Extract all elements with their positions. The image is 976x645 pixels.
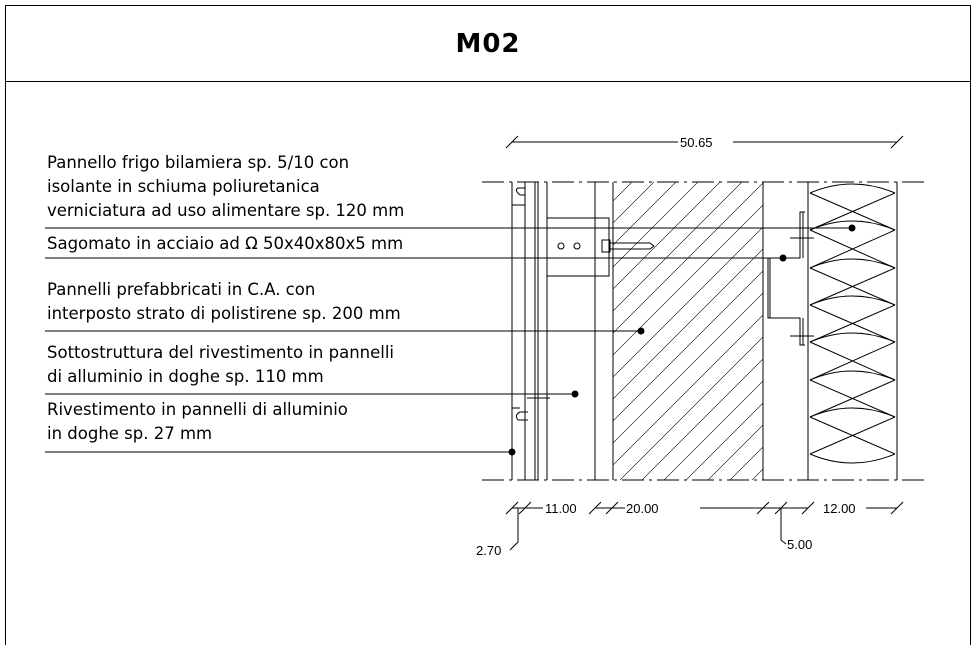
label-substructure-line2: di alluminio in doghe sp. 110 mm [47, 367, 324, 386]
label-precast-line2: interposto strato di polistirene sp. 200… [47, 304, 401, 323]
insulation-pattern [809, 183, 896, 464]
break-lines [482, 181, 925, 481]
label-cold-panel-line3: verniciatura ad uso alimentare sp. 120 m… [47, 201, 404, 220]
drawing-frame: M02 [5, 5, 971, 645]
omega-profile [767, 211, 814, 346]
label-cold-panel-line2: isolante in schiuma poliuretanica [47, 177, 320, 196]
dimension-chain [505, 501, 904, 551]
label-cold-panel-line1: Pannello frigo bilamiera sp. 5/10 con [47, 153, 349, 172]
label-omega-steel: Sagomato in acciaio ad Ω 50x40x80x5 mm [47, 234, 403, 253]
leader-dots [508, 224, 856, 456]
dimension-20-00: 20.00 [626, 501, 659, 516]
dimension-total-value: 50.65 [680, 135, 713, 150]
label-cladding-line1: Rivestimento in pannelli di alluminio [47, 400, 348, 419]
label-precast-line1: Pannelli prefabbricati in C.A. con [47, 280, 315, 299]
dimension-11-00: 11.00 [545, 501, 577, 516]
dimension-total [505, 135, 904, 149]
dimension-12-00: 12.00 [823, 501, 856, 516]
leader-lines [45, 227, 852, 453]
drawing-title: M02 [455, 28, 521, 59]
label-substructure-line1: Sottostruttura del rivestimento in panne… [47, 343, 394, 362]
dimension-5-00: 5.00 [787, 537, 812, 552]
dimension-2-70: 2.70 [476, 543, 501, 558]
substructure-bracket [546, 217, 655, 277]
label-cladding-line2: in doghe sp. 27 mm [47, 424, 212, 443]
title-bar: M02 [6, 6, 970, 82]
